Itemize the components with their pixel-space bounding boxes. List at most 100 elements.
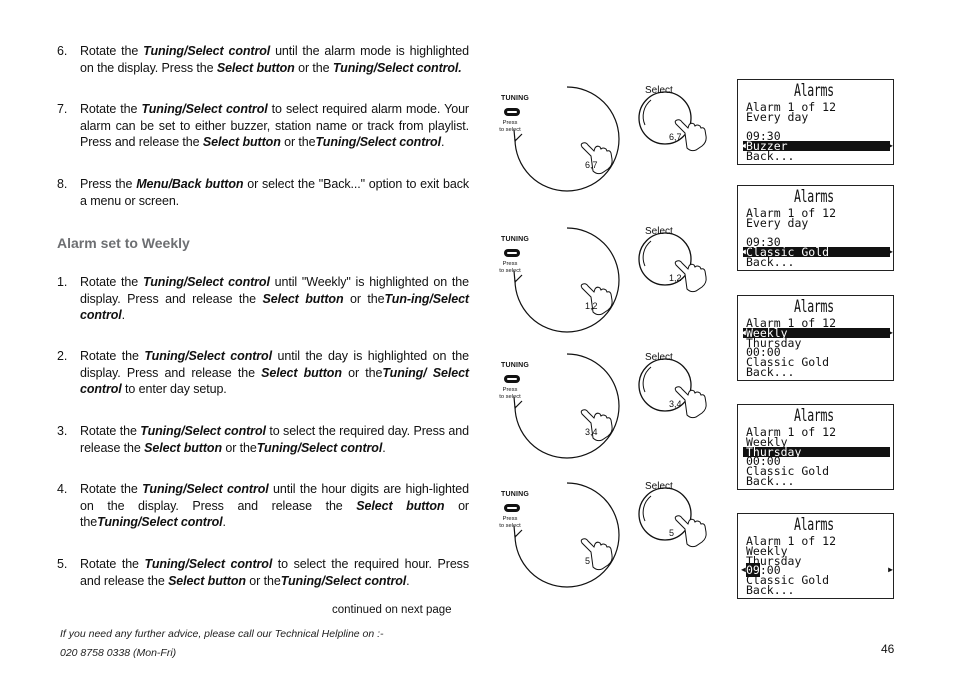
step-number: 8. — [57, 177, 68, 191]
lcd-line-content: Thursday — [746, 444, 802, 459]
lcd-line-content: Thursday — [746, 553, 802, 568]
lcd-line-content: 09:00 — [746, 563, 781, 578]
step-number: 7. — [57, 102, 68, 116]
lcd-line: Alarm 1 of 12 — [743, 535, 890, 547]
tuning-label: TUNING — [501, 491, 530, 498]
lcd-line: Classic Gold — [743, 464, 890, 479]
footer-helpline: If you need any further advice, please c… — [60, 628, 384, 640]
right-arrow-icon: ▶ — [888, 565, 893, 575]
select-button-ring — [642, 99, 652, 126]
weekly-step-2: 2. Rotate the Tuning/Select control unti… — [57, 348, 469, 398]
lcd-line-content: 09:30 — [746, 131, 781, 143]
lcd-line-content: Alarm 1 of 12 — [746, 426, 836, 438]
lcd-line-text: Classic Gold — [746, 464, 830, 479]
body-text: until the hour digits are high-lighted o… — [80, 482, 469, 513]
button-step-label: 6,7 — [669, 132, 682, 142]
rotation-arrow-icon — [513, 525, 523, 539]
body-text: or the — [341, 365, 383, 380]
lcd-line-text: Thursday — [746, 444, 802, 459]
lcd-line-text: :00 — [759, 563, 781, 578]
lcd-line: 09:30 — [743, 237, 890, 249]
lcd-line: Thursday — [743, 335, 890, 350]
diagram-drawing — [504, 482, 707, 588]
body-text: . — [440, 135, 445, 149]
emphasis-text: Select button — [144, 440, 222, 455]
emphasis-text: Tuning/ Select control — [80, 365, 469, 397]
body-text: . — [222, 515, 226, 529]
lcd-line-content: Classic Gold — [746, 355, 830, 370]
lcd-line-content: Alarm 1 of 12 — [746, 535, 836, 547]
body-text: or the — [222, 440, 257, 455]
left-arrow-icon: ◀ — [741, 141, 746, 151]
lcd-line-text: Back... — [746, 255, 795, 269]
diagram-drawing — [504, 353, 707, 459]
lcd-line-content: Alarm 1 of 12 — [746, 317, 836, 329]
step-text: Rotate the Tuning/Select control to sele… — [80, 101, 469, 151]
left-arrow-icon: ◀ — [741, 565, 746, 575]
emphasis-text: Tuning/Select control — [256, 440, 383, 455]
lcd-line: Alarm 1 of 12 — [743, 317, 890, 329]
lcd-line: 00:00 — [743, 345, 890, 360]
left-arrow-icon: ◀ — [741, 247, 746, 257]
rotation-arc — [514, 86, 620, 192]
lcd-title: Alarms — [794, 515, 834, 535]
lcd-title: Alarms — [794, 297, 834, 317]
rotation-arc — [514, 482, 620, 588]
tuning-knob-slot — [507, 378, 517, 380]
lcd-line-text: 00:00 — [746, 345, 781, 360]
tuning-label: TUNING — [501, 236, 530, 243]
lcd-line: Alarm 1 of 12 — [743, 207, 890, 219]
lcd-line-text: Thursday — [746, 335, 802, 350]
select-button-icon — [638, 232, 692, 286]
lcd-line: ◀Classic Gold▶ — [741, 245, 893, 260]
lcd-line-content: Back... — [746, 150, 794, 162]
diagram-drawing — [504, 227, 707, 333]
knob-step-label: 3,4 — [585, 427, 598, 437]
emphasis-text: Tuning/Select control — [315, 135, 442, 149]
button-step-label: 5 — [669, 528, 675, 538]
rotation-arc — [514, 227, 620, 333]
lcd-line-content: Alarm 1 of 12 — [746, 101, 836, 113]
lcd-line-text: Classic Gold — [746, 355, 830, 370]
lcd-line: ◀09:00 ▶ — [741, 563, 893, 578]
lcd-line-text: Thursday — [746, 553, 802, 568]
pointing-hand-icon — [674, 515, 707, 548]
lcd-line-content: Classic Gold — [746, 574, 829, 586]
emphasis-text: Tuning/Select control — [144, 349, 272, 363]
lcd-line-text: Classic Gold — [746, 245, 830, 260]
pointing-hand-icon — [580, 409, 613, 442]
lcd-line-content: Weekly — [746, 545, 788, 557]
select-button-icon — [638, 91, 692, 145]
tuning-knob-slot — [507, 111, 517, 113]
lcd-line-content: Weekly — [746, 327, 788, 339]
lcd-line: Alarm 1 of 12 — [743, 101, 890, 113]
section-heading: Alarm set to Weekly — [57, 235, 190, 251]
lcd-line-content: Every day — [746, 111, 808, 123]
body-text: or the — [280, 135, 316, 149]
body-text: to enter day setup. — [121, 382, 227, 396]
diagram-drawing — [504, 86, 707, 192]
weekly-step-3: 3. Rotate the Tuning/Select control to s… — [57, 423, 469, 456]
lcd-line-text: Back... — [746, 365, 795, 379]
step-number: 4. — [57, 482, 68, 496]
emphasis-text: Tun-ing/Select control — [80, 291, 469, 323]
knob-step-label: 6,7 — [585, 160, 598, 170]
lcd-line-text: Weekly — [746, 434, 788, 449]
step-text: Rotate the Tuning/Select control until t… — [80, 43, 469, 76]
step-number: 5. — [57, 557, 68, 571]
pointing-hand-icon — [580, 538, 613, 571]
lcd-line: Weekly — [743, 545, 890, 557]
lcd-line-text: Buzzer — [746, 139, 788, 154]
body-text: or the — [245, 573, 281, 588]
to-select-label: to select — [499, 393, 521, 400]
lcd-line: Classic Gold — [743, 574, 890, 586]
right-arrow-icon: ▶ — [888, 327, 893, 337]
